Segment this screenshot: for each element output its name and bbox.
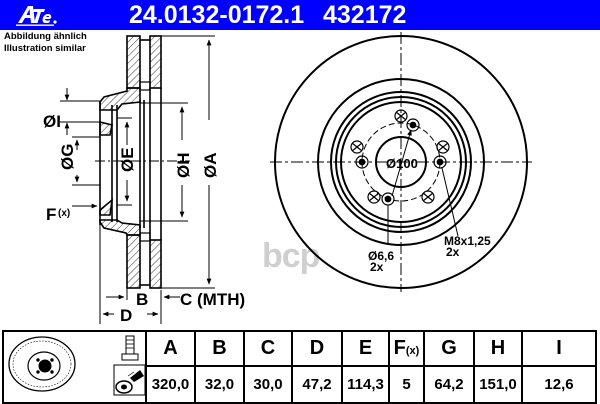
- value-c: 30,0: [243, 365, 293, 404]
- label-f-sub: (x): [58, 208, 70, 219]
- front-view: [270, 32, 532, 292]
- thread-count-label: 2x: [446, 245, 460, 259]
- thread-label: M8x1,25: [444, 234, 491, 248]
- header-bar: 24.0132-0172.1 432172: [0, 0, 600, 30]
- label-dia-h: ØH: [174, 153, 193, 179]
- col-header-b: B: [194, 329, 245, 368]
- col-header-g: G: [423, 329, 475, 368]
- note-german: Abbildung ähnlich: [4, 31, 87, 42]
- center-bore-label: Ø100: [386, 156, 418, 171]
- col-header-i: I: [521, 329, 597, 368]
- value-b: 32,0: [194, 365, 245, 404]
- value-g: 64,2: [423, 365, 475, 404]
- value-d: 47,2: [291, 365, 343, 404]
- label-dia-g: ØG: [58, 144, 77, 170]
- col-header-d: D: [291, 329, 343, 368]
- note-english: Illustration similar: [4, 43, 86, 54]
- value-e: 114,3: [341, 365, 390, 404]
- label-f: F: [46, 205, 56, 224]
- part-number: 24.0132-0172.1: [129, 1, 305, 29]
- value-h: 151,0: [473, 365, 523, 404]
- spec-table: A B C D E F(x) G H I 320,0 32,0 30,0 47,…: [2, 329, 597, 404]
- ate-logo-icon: [16, 6, 57, 26]
- brake-disc-icon: [8, 336, 76, 392]
- label-b: B: [136, 290, 148, 309]
- technical-drawing: ØI ØG ØE ØH ØA F (x) B C (MTH) D: [43, 32, 532, 325]
- col-header-a: A: [145, 329, 196, 368]
- col-header-e: E: [341, 329, 390, 368]
- illustration-note: Abbildung ähnlich Illustration similar: [4, 31, 87, 55]
- product-images-cell: [2, 330, 147, 404]
- col-header-c: C: [243, 329, 293, 368]
- value-f: 5: [388, 365, 425, 404]
- value-a: 320,0: [145, 365, 196, 404]
- watermark: bcp: [262, 237, 320, 275]
- label-dia-e: ØE: [118, 147, 137, 172]
- label-dia-a: ØA: [201, 153, 220, 179]
- hole-count-label: 2x: [370, 260, 384, 274]
- hole-diameter-label: Ø6,6: [368, 249, 394, 263]
- f-label-sub: (x): [405, 345, 420, 358]
- col-header-f: F(x): [388, 329, 425, 368]
- reference-number: 432172: [323, 1, 407, 29]
- label-d: D: [120, 306, 132, 325]
- bolt-icon: [121, 335, 139, 361]
- value-i: 12,6: [521, 365, 597, 404]
- col-header-h: H: [473, 329, 523, 368]
- cleaning-spray-icon: [113, 364, 146, 396]
- f-label: F: [393, 337, 406, 360]
- label-c: C (MTH): [180, 290, 245, 309]
- spec-header-row: A B C D E F(x) G H I: [2, 329, 597, 404]
- label-dia-i: ØI: [43, 112, 61, 131]
